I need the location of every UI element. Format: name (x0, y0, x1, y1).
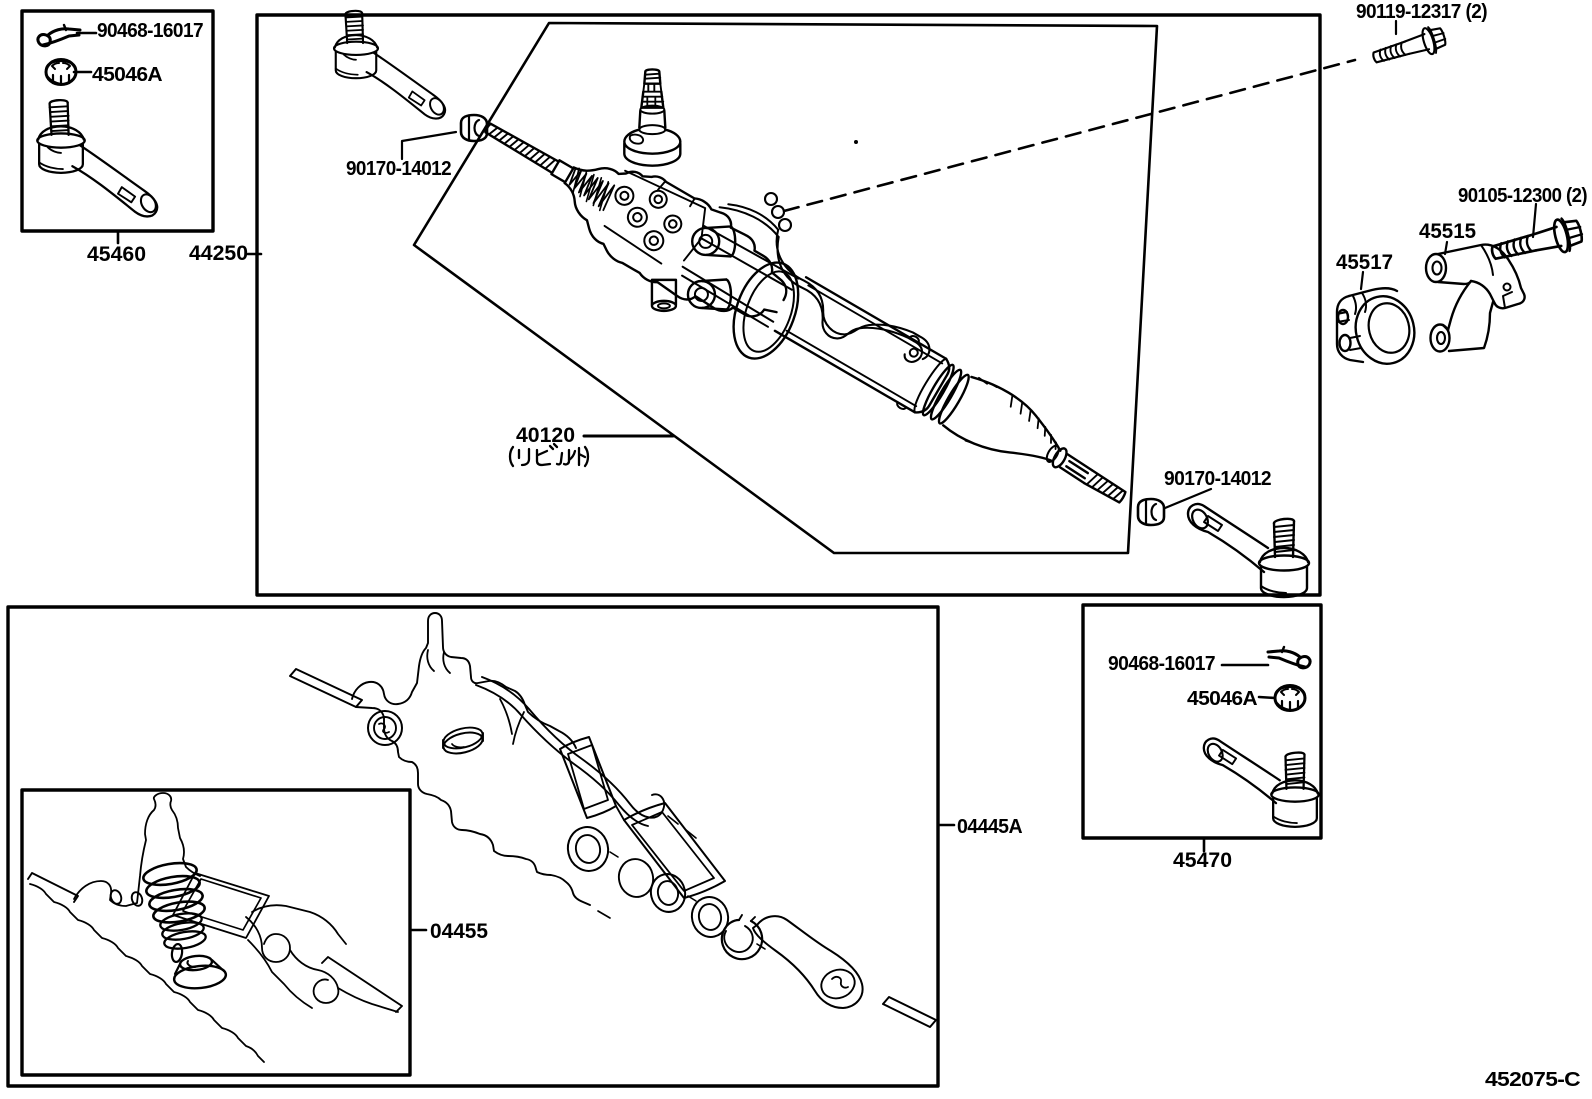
svg-text:45515: 45515 (1419, 220, 1476, 243)
svg-text:04455: 04455 (430, 920, 488, 943)
svg-text:45046A: 45046A (92, 64, 162, 86)
svg-text:90105-12300 (2): 90105-12300 (2) (1458, 185, 1587, 207)
svg-text:40120: 40120 (516, 424, 575, 447)
svg-text:90119-12317 (2): 90119-12317 (2) (1356, 1, 1487, 23)
svg-text:90170-14012: 90170-14012 (346, 158, 451, 180)
svg-text:45517: 45517 (1336, 251, 1393, 274)
svg-text:45046A: 45046A (1187, 688, 1257, 710)
svg-text:90468-16017: 90468-16017 (1108, 653, 1215, 675)
svg-text:04445A: 04445A (957, 816, 1022, 838)
svg-text:45470: 45470 (1173, 849, 1232, 872)
svg-text:452075-C: 452075-C (1485, 1069, 1580, 1091)
svg-text:44250: 44250 (189, 242, 248, 265)
svg-text:90170-14012: 90170-14012 (1164, 468, 1271, 490)
svg-text:90468-16017: 90468-16017 (97, 20, 203, 42)
svg-text:45460: 45460 (87, 243, 146, 266)
